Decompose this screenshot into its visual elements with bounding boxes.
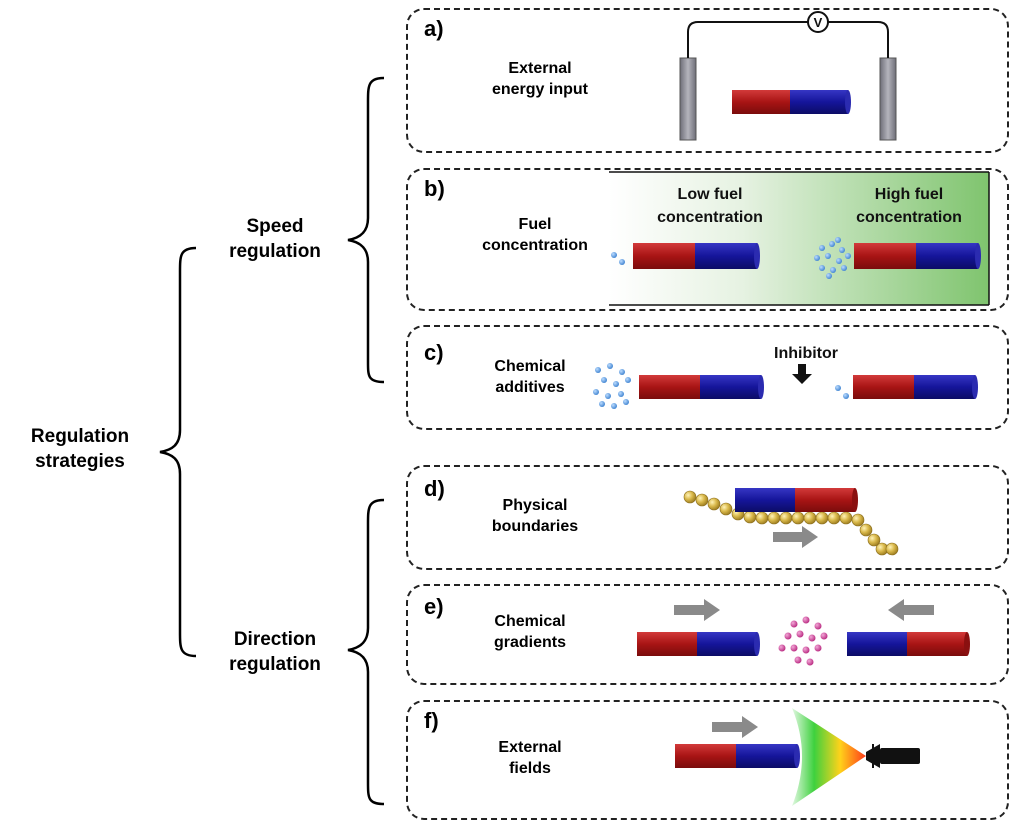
high-fuel-label-2: concentration [856, 209, 962, 226]
left-electrode [679, 57, 697, 141]
panel-a [406, 8, 1009, 153]
panel-f-letter: f) [424, 708, 439, 733]
panel-f-title-line1: External [498, 739, 562, 756]
panel-d [406, 465, 1009, 570]
inhibitor-label: Inhibitor [774, 345, 838, 362]
panel-a-title-line1: External [508, 60, 572, 77]
panel-b-letter: b) [424, 176, 445, 201]
direction-arrow-e-right [888, 599, 934, 621]
motor-rod-b-high [854, 243, 981, 269]
root-label-line1: Regulation [30, 426, 130, 447]
inhibitor-particles [835, 385, 849, 399]
panel-c-letter: c) [424, 340, 444, 365]
panel-c-title-line2: additives [495, 379, 565, 396]
panel-a-letter: a) [424, 16, 444, 41]
motor-rod-f [675, 744, 800, 768]
speed-line1: Speed [246, 216, 304, 237]
direction-regulation-label: Direction regulation [205, 627, 345, 677]
panel-e-letter: e) [424, 594, 444, 619]
motor-rod-d [735, 488, 858, 512]
panel-d-title-line1: Physical [502, 497, 568, 514]
panel-f [406, 700, 1009, 820]
boundary-beads [683, 490, 899, 556]
panel-b-title-line1: Fuel [518, 216, 552, 233]
inhibitor-arrow-icon [792, 364, 812, 384]
circuit-wire [687, 21, 889, 58]
root-label: Regulation strategies [10, 424, 150, 474]
voltmeter-label: V [814, 15, 823, 30]
panel-a-title: External energy input [470, 58, 610, 100]
panel-e-title: Chemical gradients [470, 611, 590, 653]
panel-b-title: Fuel concentration [460, 214, 610, 256]
flashlight-icon [866, 744, 920, 768]
panel-d-letter: d) [424, 476, 445, 501]
panel-a-title-line2: energy input [491, 81, 588, 98]
panel-c-title: Chemical additives [470, 356, 590, 398]
voltmeter-icon [807, 11, 829, 33]
direction-arrow-f [712, 716, 758, 738]
motor-rod-b-low [633, 243, 760, 269]
motor-rod-e-left [637, 632, 760, 656]
fuel-particles-low [611, 252, 625, 265]
speed-regulation-label: Speed regulation [210, 214, 340, 264]
chemoattractant-particles [778, 616, 828, 666]
panel-b [406, 168, 1009, 311]
direction-arrow-d [773, 526, 818, 548]
fuel-gradient-background [609, 172, 989, 305]
panel-e [406, 584, 1009, 685]
root-brace [159, 246, 197, 658]
direction-line2: regulation [229, 654, 321, 675]
voltage-circuit: V [679, 11, 897, 141]
direction-brace [347, 498, 385, 806]
fuel-particles-high [814, 237, 851, 279]
speed-brace [347, 76, 385, 384]
panel-d-title-line2: boundaries [491, 518, 579, 535]
motor-rod-c-left [639, 375, 764, 399]
root-label-line2: strategies [35, 451, 125, 472]
panel-d-title: Physical boundaries [470, 495, 600, 537]
panel-e-title-line2: gradients [493, 634, 566, 651]
motor-rod-e-right [847, 632, 970, 656]
low-fuel-label-2: concentration [657, 209, 763, 226]
panel-c [406, 325, 1009, 430]
speed-line2: regulation [229, 241, 321, 262]
motor-rod-a [732, 90, 851, 114]
direction-line1: Direction [233, 629, 317, 650]
additive-particles [593, 363, 631, 409]
light-beam [792, 708, 866, 806]
panel-f-title-line2: fields [509, 760, 551, 777]
right-electrode [879, 57, 897, 141]
direction-arrow-e-left [674, 599, 720, 621]
high-fuel-label-1: High fuel [875, 186, 943, 203]
panel-c-title-line1: Chemical [494, 358, 566, 375]
motor-rod-c-right [853, 375, 978, 399]
panel-f-title: External fields [470, 737, 590, 779]
panel-e-title-line1: Chemical [494, 613, 566, 630]
panel-b-title-line2: concentration [482, 237, 588, 254]
low-fuel-label-1: Low fuel [678, 186, 743, 203]
